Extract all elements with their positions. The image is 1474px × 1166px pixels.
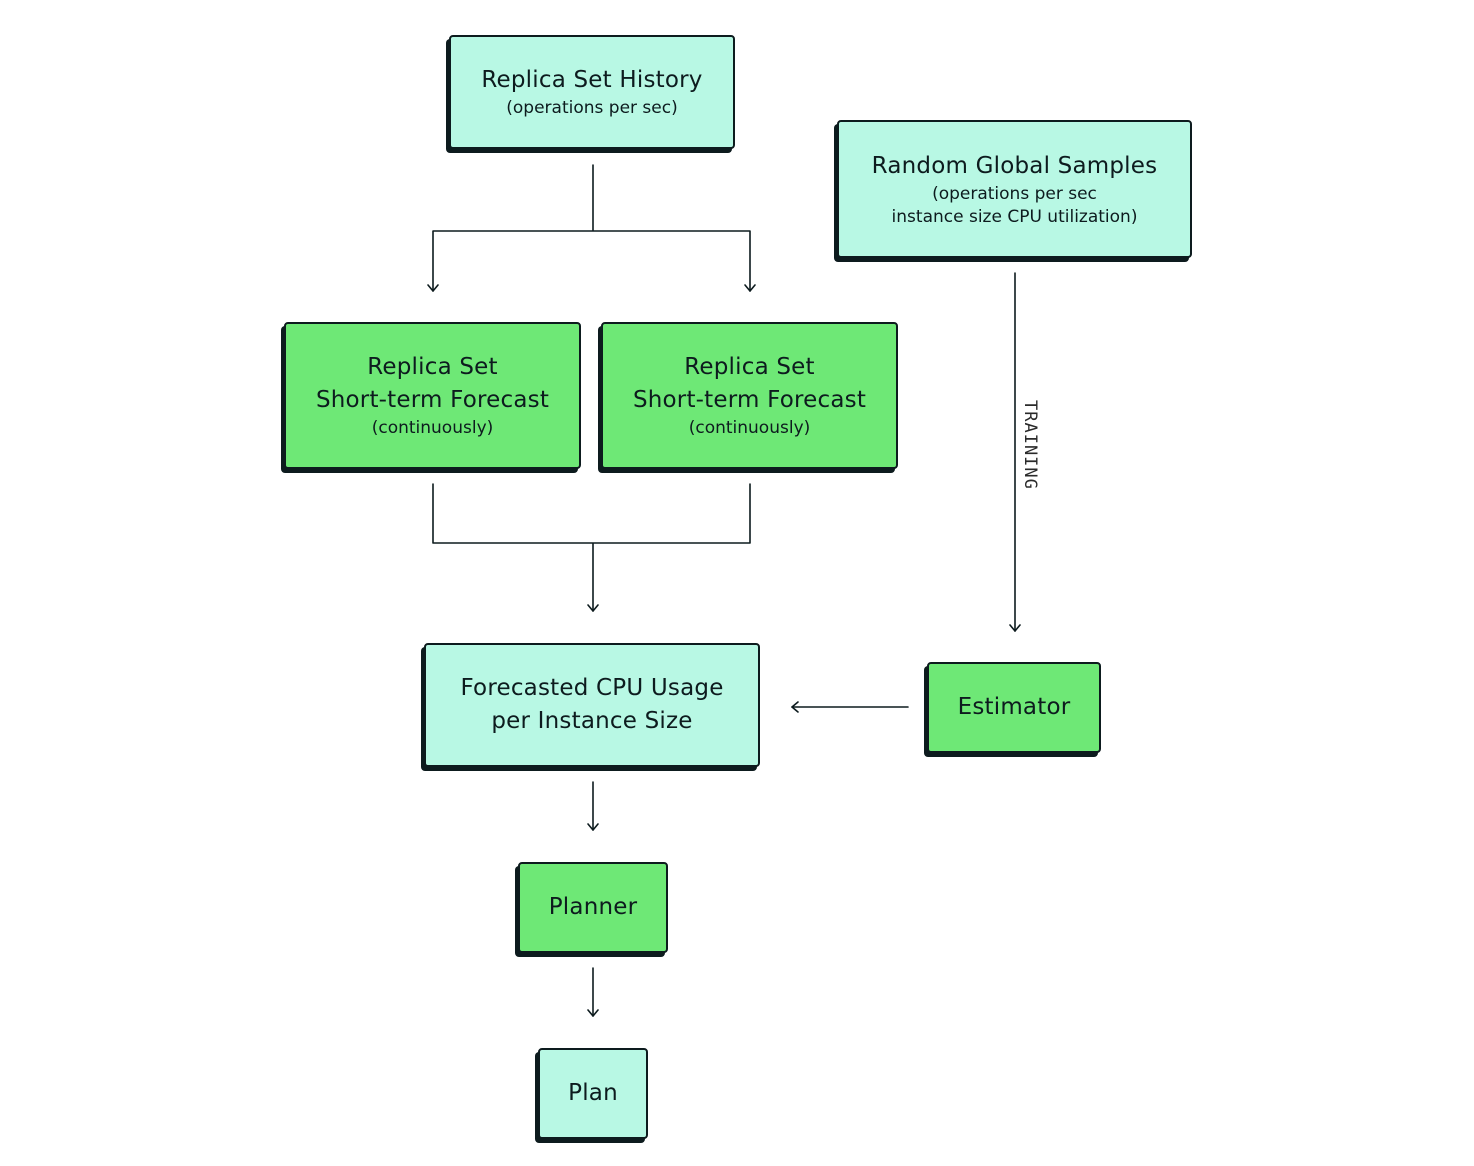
plan-node: Plan [538,1048,648,1139]
node-title-line-1: Forecasted CPU Usage [460,675,724,701]
node-title-line-1: Replica Set [684,354,815,380]
estimator-node: Estimator [927,662,1101,753]
node-title: Plan [568,1080,618,1106]
arrowhead-forecast-b [744,284,756,292]
forecast-merge-connector [432,483,751,612]
short-term-forecast-node-a: Replica Set Short-term Forecast (continu… [284,322,581,469]
node-title-line-2: Short-term Forecast [632,387,867,413]
node-subtitle-line-2: instance size CPU utilization) [891,206,1138,227]
node-title: Planner [548,894,638,920]
node-title-line-1: Replica Set [367,354,498,380]
node-title: Replica Set History [481,67,703,93]
arrowhead-forecast-a [427,284,439,292]
planner-node: Planner [518,862,668,953]
arrowhead-planner [587,823,599,831]
node-subtitle: (continuously) [371,418,494,438]
training-edge-label: TRAINING [1020,400,1040,490]
arrowhead-cpu-usage [587,604,599,612]
node-subtitle: (operations per sec) [506,98,678,118]
history-split-connector [432,164,751,292]
arrowhead-plan [587,1009,599,1017]
node-subtitle: (continuously) [688,418,811,438]
node-title-line-2: per Instance Size [491,708,693,734]
node-subtitle-line-1: (operations per sec [932,183,1097,204]
forecasted-cpu-usage-node: Forecasted CPU Usage per Instance Size [424,643,760,767]
node-title-line-2: Short-term Forecast [315,387,550,413]
node-title: Random Global Samples [871,152,1158,179]
node-title: Estimator [957,694,1071,720]
replica-set-history-node: Replica Set History (operations per sec) [449,35,735,149]
short-term-forecast-node-b: Replica Set Short-term Forecast (continu… [601,322,898,469]
arrowhead-cpu-left [791,701,799,713]
arrowhead-estimator [1009,624,1021,632]
random-global-samples-node: Random Global Samples (operations per se… [837,120,1192,258]
